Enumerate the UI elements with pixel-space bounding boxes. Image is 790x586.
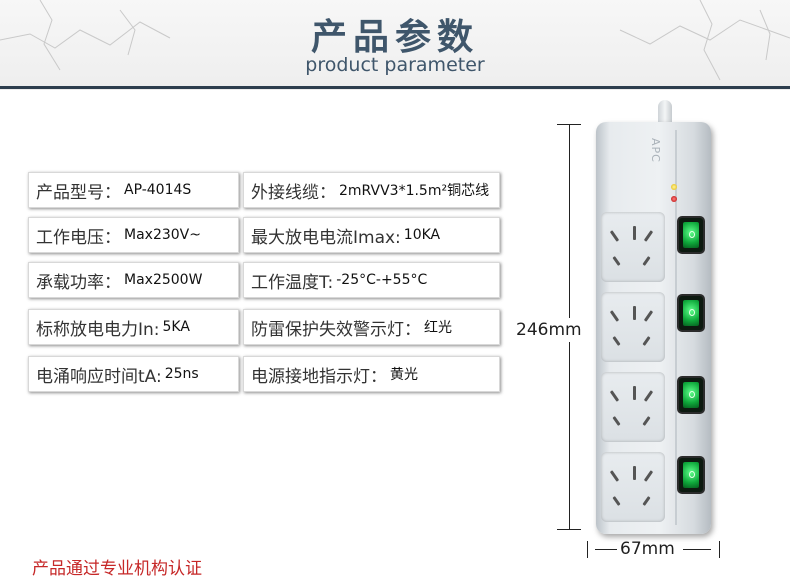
spec-label: 防雷保护失效警示灯：	[251, 319, 421, 340]
dimension-tick	[719, 541, 720, 558]
spec-value: -25°C-+55°C	[336, 272, 428, 288]
height-dimension-label: 246mm	[516, 318, 582, 342]
rocker-switch-icon	[679, 378, 703, 412]
power-cord	[658, 100, 672, 126]
spec-cell: 电涌响应时间tA: 25ns	[28, 356, 239, 392]
outlet-socket	[601, 452, 665, 522]
spec-cell: 工作温度T: -25°C-+55°C	[243, 262, 500, 298]
spec-value: 25ns	[164, 366, 199, 382]
spec-label: 电源接地指示灯：	[251, 366, 387, 387]
spec-row: 标称放电电力In: 5KA 防雷保护失效警示灯： 红光	[28, 309, 500, 345]
rocker-switch-icon	[679, 296, 703, 330]
page-header: 产品参数 product parameter	[0, 0, 790, 90]
brand-logo: APC	[649, 138, 662, 163]
spec-label: 最大放电电流Imax:	[251, 227, 401, 248]
spec-label: 标称放电电力In:	[36, 319, 160, 340]
spec-cell: 产品型号： AP-4014S	[28, 172, 239, 208]
width-dimension-label: 67mm	[620, 539, 675, 559]
spec-value: 10KA	[403, 227, 441, 243]
spec-label: 承载功率：	[36, 272, 121, 293]
spec-cell: 承载功率： Max2500W	[28, 262, 239, 298]
spec-label: 工作电压：	[36, 227, 121, 248]
spec-label: 工作温度T:	[251, 272, 334, 293]
ground-indicator-led	[671, 184, 677, 190]
spec-value: 5KA	[162, 319, 190, 335]
cracked-texture-decoration	[0, 0, 790, 81]
spec-cell: 电源接地指示灯： 黄光	[243, 356, 500, 392]
outlet-socket	[601, 212, 665, 282]
spec-value: 黄光	[390, 367, 418, 383]
strip-ridge	[675, 130, 677, 525]
header-divider	[0, 86, 790, 89]
section-title-cn: 产品参数	[310, 17, 479, 58]
width-dimension-line	[595, 549, 617, 550]
spec-value: 红光	[424, 320, 452, 336]
spec-value: AP-4014S	[124, 182, 192, 198]
certification-note: 产品通过专业机构认证	[32, 559, 202, 579]
spec-cell: 防雷保护失效警示灯： 红光	[243, 309, 500, 345]
spec-value: 2mRVV3*1.5m²铜芯线	[339, 183, 490, 199]
spec-cell: 最大放电电流Imax: 10KA	[243, 217, 500, 253]
spec-row: 承载功率： Max2500W 工作温度T: -25°C-+55°C	[28, 262, 500, 298]
spec-cell: 工作电压： Max230V~	[28, 217, 239, 253]
spec-row: 产品型号： AP-4014S 外接线缆： 2mRVV3*1.5m²铜芯线	[28, 172, 500, 208]
spec-row: 电涌响应时间tA: 25ns 电源接地指示灯： 黄光	[28, 356, 500, 392]
rocker-switch-icon	[679, 218, 703, 252]
rocker-switch-icon	[679, 458, 703, 492]
spec-row: 工作电压： Max230V~ 最大放电电流Imax: 10KA	[28, 217, 500, 253]
outlet-socket	[601, 372, 665, 442]
dimension-tick	[557, 529, 581, 530]
section-title-en: product parameter	[305, 54, 485, 76]
spec-cell: 外接线缆： 2mRVV3*1.5m²铜芯线	[243, 172, 500, 208]
spec-value: Max2500W	[124, 272, 203, 288]
spec-label: 产品型号：	[36, 182, 121, 203]
spec-label: 外接线缆：	[251, 182, 336, 203]
dimension-tick	[587, 541, 588, 558]
spec-label: 电涌响应时间tA:	[36, 366, 162, 387]
spec-cell: 标称放电电力In: 5KA	[28, 309, 239, 345]
protection-indicator-led	[671, 196, 677, 202]
outlet-socket	[601, 292, 665, 362]
width-dimension-line	[683, 549, 711, 550]
spec-value: Max230V~	[124, 227, 201, 243]
